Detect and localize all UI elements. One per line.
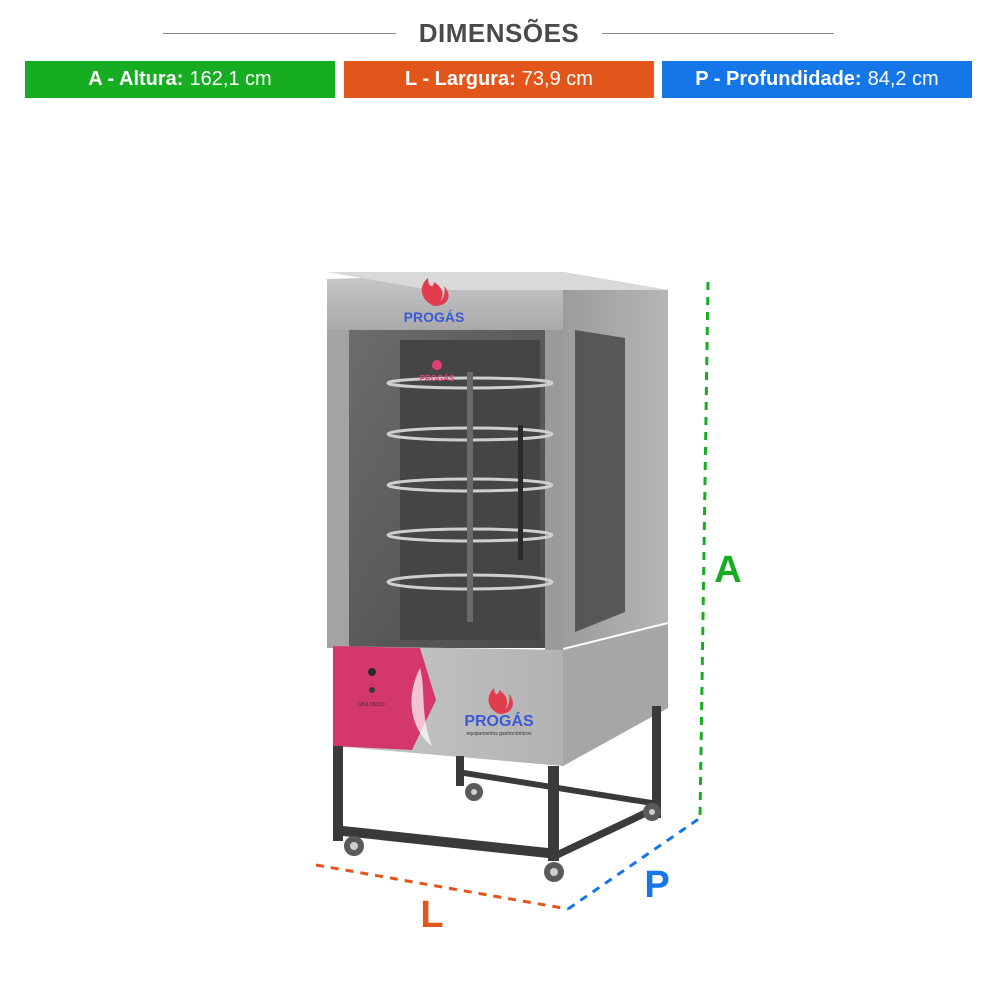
shelf-handle: [518, 425, 523, 560]
panel-brand-text: PROGÁS: [464, 711, 534, 730]
indicator-light: [369, 687, 375, 693]
width-dimension-value: 73,9 cm: [521, 68, 593, 90]
front-right-pillar: [545, 330, 563, 650]
top-brand-text: PROGÁS: [404, 309, 465, 325]
panel-brand-subtitle: equipamentos gastronômicos: [466, 731, 532, 737]
top-flame-logo-icon: [421, 278, 449, 306]
height-dimension-badge: A - Altura: 162,1 cm: [25, 61, 335, 98]
control-label: MULTIUSO: [359, 702, 385, 708]
title-divider-right: [602, 33, 834, 34]
panel-flame-logo-icon: [488, 688, 513, 714]
width-axis-line: [315, 863, 569, 911]
lower-side-panel: [563, 624, 668, 766]
title-section: DIMENSÕES: [0, 14, 1000, 54]
panel-flame-decoration: [411, 668, 432, 746]
inner-flame-logo-icon: [432, 360, 442, 370]
depth-axis-label: P: [644, 864, 669, 906]
width-dimension-badge: L - Largura: 73,9 cm: [344, 61, 654, 98]
title-divider-left: [163, 33, 396, 34]
control-knob: [368, 668, 376, 676]
height-axis-line: [698, 281, 710, 819]
rotisserie-spindle: [467, 372, 473, 622]
height-dimension-value: 162,1 cm: [189, 68, 272, 90]
depth-dimension-label: P - Profundidade:: [695, 68, 862, 90]
inner-brand-text: PROGÁS: [420, 374, 455, 383]
stand-frame: [333, 706, 661, 861]
caster-wheels: [344, 783, 661, 882]
depth-axis-line: [567, 816, 701, 911]
depth-dimension-value: 84,2 cm: [867, 68, 939, 90]
height-dimension-label: A - Altura:: [88, 68, 184, 90]
cabinet-top-lid: [327, 272, 668, 290]
pink-panel-accent: [333, 646, 436, 750]
width-axis-label: L: [420, 894, 443, 936]
front-left-pillar: [327, 330, 349, 648]
width-dimension-label: L - Largura:: [405, 68, 516, 90]
side-glass-window: [575, 330, 625, 632]
depth-dimension-badge: P - Profundidade: 84,2 cm: [662, 61, 972, 98]
height-axis-label: A: [714, 549, 741, 591]
page-title: DIMENSÕES: [418, 18, 580, 48]
